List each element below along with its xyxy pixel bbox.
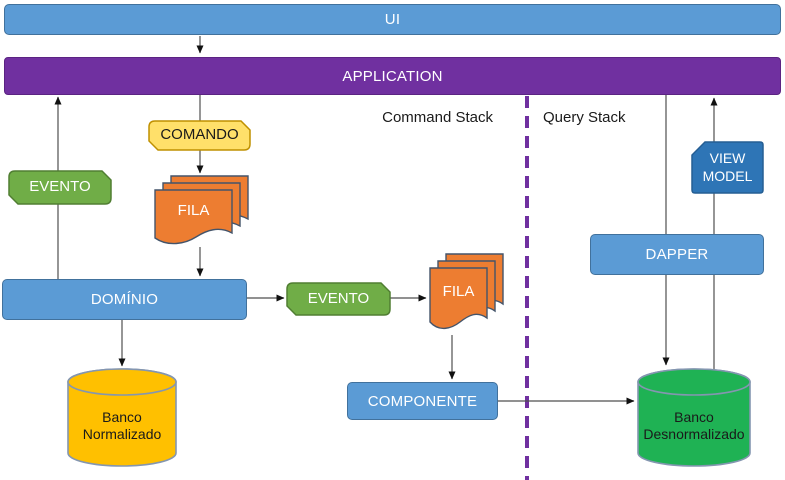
ui-bar-label: UI — [384, 11, 401, 28]
query-stack-label: Query Stack — [543, 108, 626, 126]
application-bar: APPLICATION — [4, 57, 781, 95]
banco-desnormalizado-label: Banco Desnormalizado — [643, 408, 745, 443]
componente-label: COMPONENTE — [367, 392, 478, 410]
comando-card-shape — [148, 120, 251, 151]
evento-left-label: EVENTO — [29, 178, 91, 196]
banco-normalizado-db: Banco Normalizado — [67, 368, 177, 467]
command-stack-label: Command Stack — [382, 108, 493, 126]
evento-middle-card: EVENTO — [286, 282, 391, 316]
view-model-shape — [691, 141, 764, 194]
banco-desnormalizado-top — [637, 368, 751, 396]
dominio-label: DOMÍNIO — [90, 291, 159, 308]
fila-lower-sheets — [429, 253, 504, 330]
fila-lower-label: FILA — [442, 282, 475, 300]
fila-upper-label: FILA — [177, 201, 210, 219]
view-model-label: VIEW MODEL — [702, 150, 753, 184]
banco-normalizado-top — [67, 368, 177, 396]
dapper-label: DAPPER — [645, 246, 709, 263]
dominio-node: DOMÍNIO — [2, 279, 247, 320]
view-model-card: VIEW MODEL — [691, 141, 764, 194]
dapper-node: DAPPER — [590, 234, 764, 275]
fila-lower-stack: FILA — [429, 253, 504, 334]
componente-node: COMPONENTE — [347, 382, 498, 420]
fila-upper-sheets — [154, 175, 249, 245]
evento-middle-label: EVENTO — [307, 289, 370, 307]
evento-left-card: EVENTO — [8, 170, 112, 205]
ui-bar: UI — [4, 4, 781, 35]
fila-upper-stack: FILA — [154, 175, 249, 247]
application-bar-label: APPLICATION — [342, 67, 443, 85]
evento-left-shape — [8, 170, 112, 205]
evento-middle-shape — [286, 282, 391, 316]
banco-normalizado-label: Banco Normalizado — [82, 408, 162, 443]
comando-card: COMANDO — [148, 120, 251, 151]
banco-desnormalizado-db: Banco Desnormalizado — [637, 368, 751, 467]
comando-label: COMANDO — [160, 126, 239, 144]
